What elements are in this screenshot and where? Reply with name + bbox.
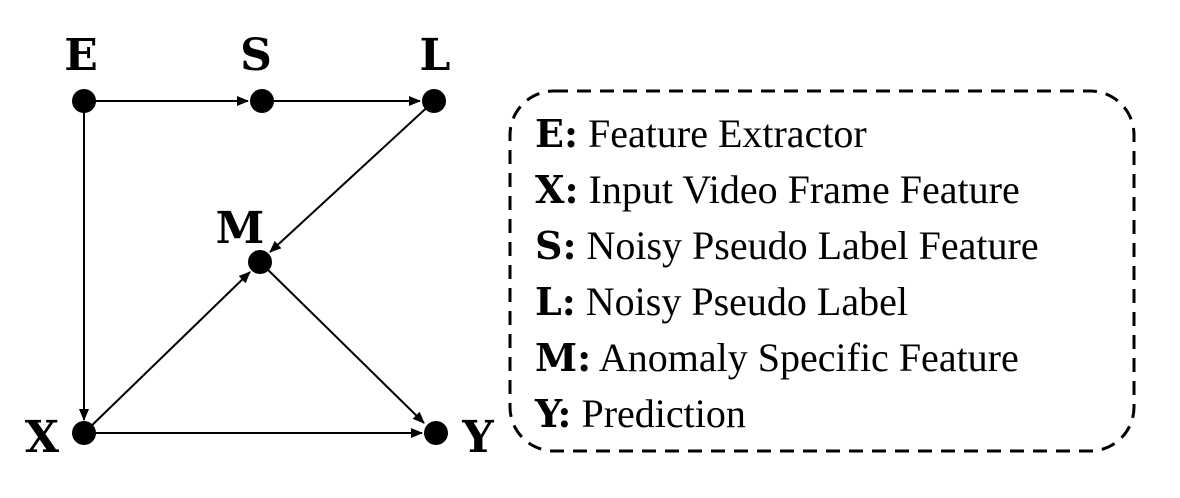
legend-text: Prediction <box>581 391 746 436</box>
edge-m-to-y <box>259 261 425 424</box>
node-m <box>248 250 272 274</box>
node-label-s: S <box>240 30 272 81</box>
legend-text: Input Video Frame Feature <box>588 167 1020 212</box>
legend: E: Feature Extractor X: Input Video Fram… <box>535 106 1039 442</box>
edge-l-to-m <box>269 100 435 253</box>
node-label-l: L <box>420 30 451 81</box>
legend-key: S: <box>535 223 577 268</box>
legend-text: Noisy Pseudo Label Feature <box>586 223 1039 268</box>
node-label-m: M <box>216 203 265 254</box>
legend-item-s: S: Noisy Pseudo Label Feature <box>535 218 1039 274</box>
node-label-x: X <box>25 412 60 463</box>
node-e <box>72 89 96 113</box>
edge-x-to-m <box>83 271 251 434</box>
node-s <box>250 89 274 113</box>
legend-border <box>508 89 1136 453</box>
legend-item-m: M: Anomaly Specific Feature <box>535 330 1039 386</box>
node-label-y: Y <box>461 412 494 463</box>
legend-item-y: Y: Prediction <box>535 386 1039 442</box>
legend-key: Y: <box>535 391 572 436</box>
legend-item-e: E: Feature Extractor <box>535 106 1039 162</box>
legend-key: L: <box>535 279 576 324</box>
legend-key: M: <box>535 335 592 380</box>
legend-key: X: <box>535 167 579 212</box>
legend-text: Anomaly Specific Feature <box>598 335 1019 380</box>
node-label-e: E <box>64 30 98 81</box>
legend-text: Noisy Pseudo Label <box>585 279 908 324</box>
legend-item-l: L: Noisy Pseudo Label <box>535 274 1039 330</box>
legend-item-x: X: Input Video Frame Feature <box>535 162 1039 218</box>
node-l <box>422 89 446 113</box>
legend-key: E: <box>535 111 578 156</box>
node-x <box>72 421 96 445</box>
legend-text: Feature Extractor <box>588 111 867 156</box>
node-y <box>424 421 448 445</box>
